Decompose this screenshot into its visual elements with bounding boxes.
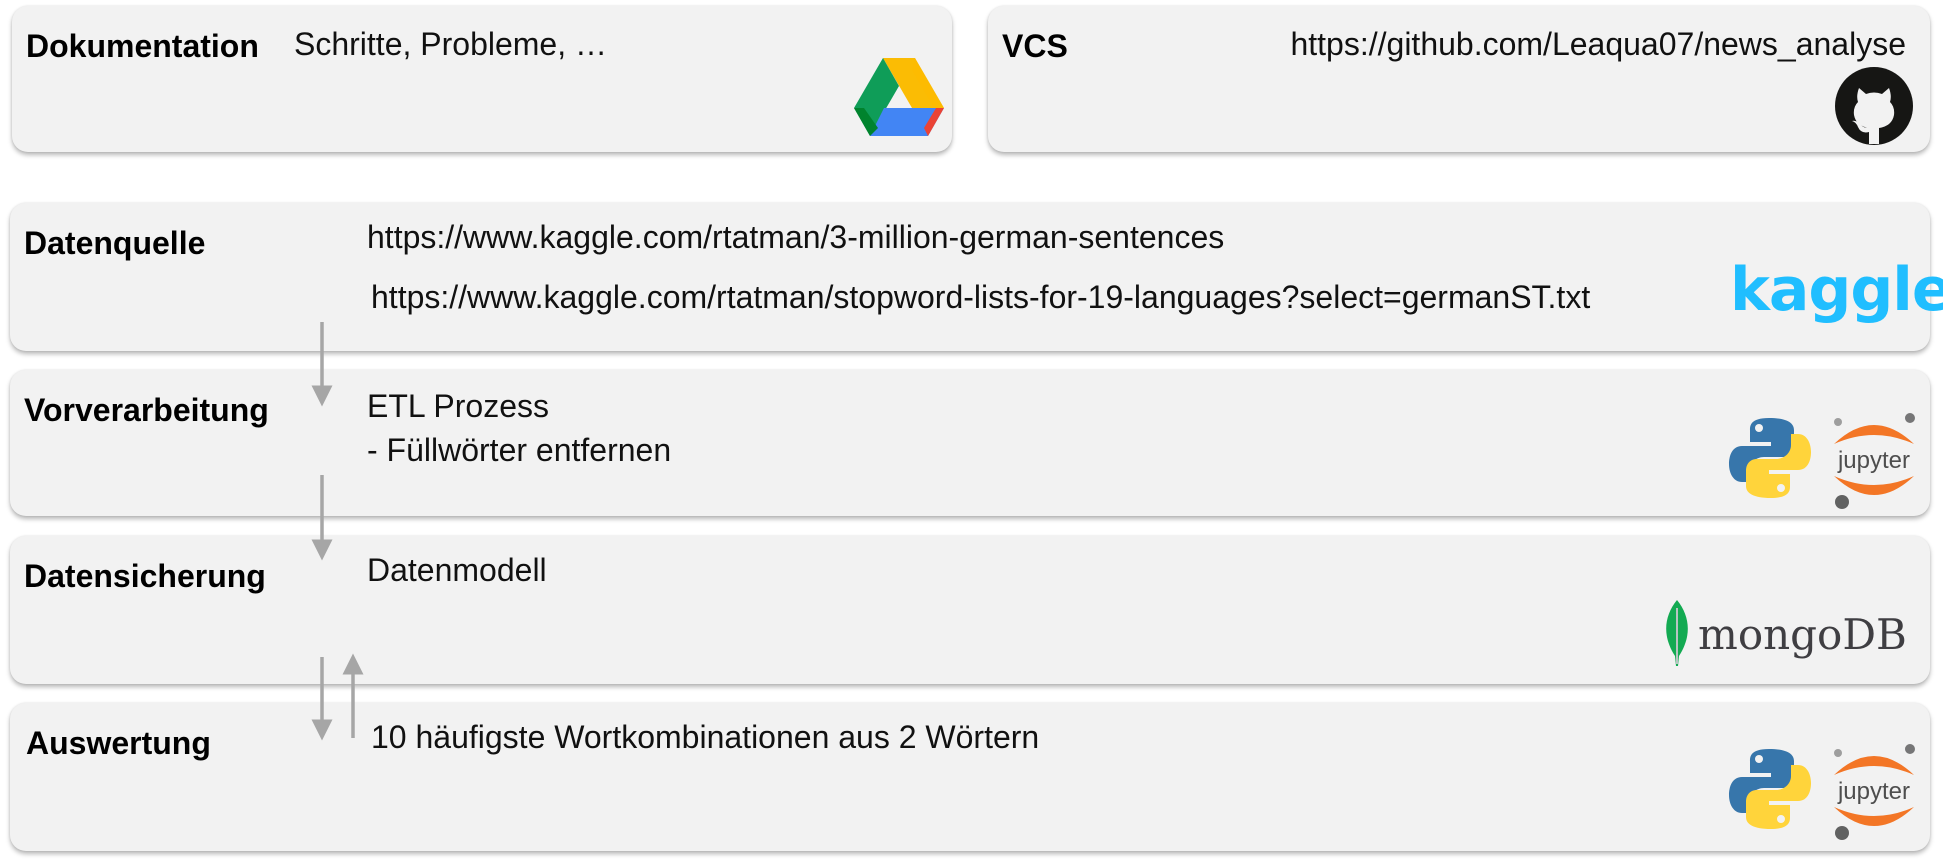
vcs-card: VCS https://github.com/Leaqua07/news_ana…: [988, 6, 1930, 152]
jupyter-icon: jupyter: [1834, 744, 1915, 840]
datenquelle-label: Datenquelle: [24, 225, 206, 261]
mongodb-leaf-icon: [1666, 600, 1688, 666]
documentation-label: Dokumentation: [26, 28, 259, 64]
vcs-label: VCS: [1002, 28, 1068, 64]
github-icon[interactable]: [1834, 66, 1914, 146]
mongodb-logo: mongoDB: [1698, 610, 1907, 659]
datensicherung-label: Datensicherung: [24, 558, 266, 594]
remove-filler-words-text: - Füllwörter entfernen: [367, 432, 672, 468]
datenquelle-card: Datenquelle https://www.kaggle.com/rtatm…: [10, 203, 1943, 351]
vcs-url[interactable]: https://github.com/Leaqua07/news_analyse: [1290, 26, 1906, 62]
auswertung-text: 10 häufigste Wortkombinationen aus 2 Wör…: [371, 719, 1040, 755]
python-icon: [1729, 418, 1811, 498]
etl-process-text: ETL Prozess: [367, 388, 549, 424]
jupyter-icon: jupyter: [1834, 413, 1915, 509]
jupyter-label: jupyter: [1837, 447, 1910, 474]
auswertung-label: Auswertung: [26, 725, 211, 761]
vorverarbeitung-card: Vorverarbeitung ETL Prozess - Füllwörter…: [10, 370, 1930, 516]
auswertung-card: Auswertung 10 häufigste Wortkombinatione…: [10, 703, 1930, 851]
datenmodell-text: Datenmodell: [367, 552, 547, 588]
documentation-text: Schritte, Probleme, …: [294, 26, 607, 62]
python-icon: [1729, 749, 1811, 829]
vorverarbeitung-label: Vorverarbeitung: [24, 392, 269, 428]
datensicherung-card: Datensicherung Datenmodell mongoDB: [10, 536, 1930, 684]
google-drive-icon: [854, 58, 944, 136]
kaggle-logo: kaggle: [1730, 255, 1943, 325]
datenquelle-link-1[interactable]: https://www.kaggle.com/rtatman/3-million…: [367, 219, 1225, 255]
jupyter-label: jupyter: [1837, 778, 1910, 805]
documentation-card: Dokumentation Schritte, Probleme, …: [12, 6, 952, 152]
datenquelle-link-2[interactable]: https://www.kaggle.com/rtatman/stopword-…: [371, 279, 1591, 315]
